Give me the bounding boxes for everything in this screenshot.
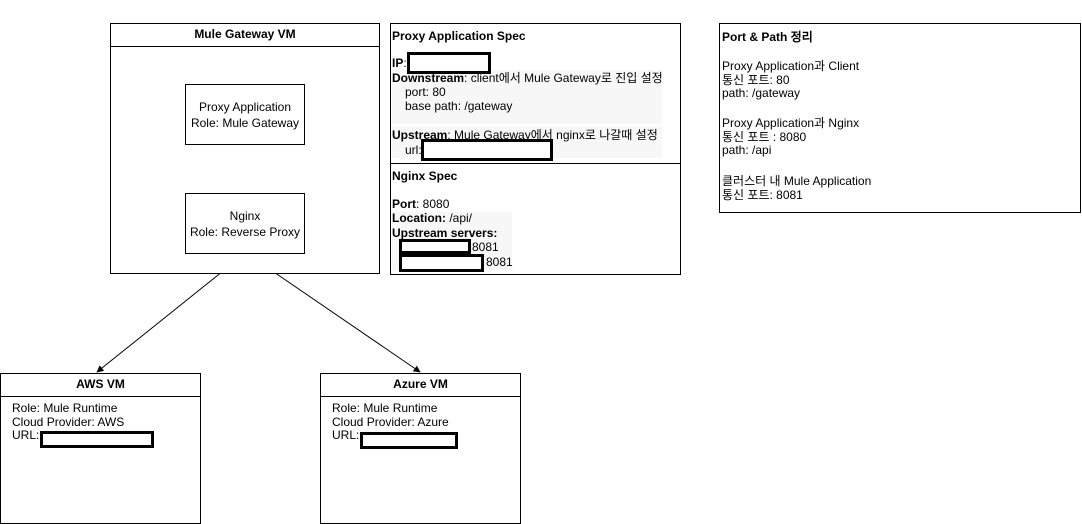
ip-label: IP [392, 56, 404, 70]
pp-g1-line2: 통신 포트: 80 [722, 72, 790, 87]
pp-g1-line3: path: /gateway [722, 86, 801, 100]
nginx-spec-title: Nginx Spec [392, 169, 458, 183]
upstream-url-label: url: [405, 143, 422, 157]
pp-g2-line2: 통신 포트 : 8080 [722, 129, 807, 144]
azure-vm-title: Azure VM [321, 374, 520, 397]
azure-url-redacted [360, 432, 458, 449]
aws-vm-container[interactable]: AWS VM [0, 373, 201, 524]
aws-role: Role: Mule Runtime [12, 401, 118, 415]
azure-role: Role: Mule Runtime [332, 401, 438, 415]
aws-url-redacted [40, 431, 154, 448]
azure-provider: Cloud Provider: Azure [332, 414, 449, 429]
ip-redacted [407, 52, 491, 74]
aws-vm-title: AWS VM [1, 374, 200, 397]
upstream-server1-port: 8081 [472, 240, 499, 254]
aws-provider: Cloud Provider: AWS [12, 414, 125, 429]
azure-url-label: URL: [332, 428, 360, 442]
ip-sep: : [403, 56, 407, 70]
pp-g3-line2: 통신 포트: 8081 [722, 187, 803, 202]
downstream-label: Downstream [392, 71, 465, 85]
downstream-highlight [392, 70, 662, 124]
nginx-node-line1: Nginx [229, 208, 261, 223]
pp-g3-line1: 클러스터 내 Mule Application [722, 174, 872, 188]
nginx-location-label: Location: [392, 211, 446, 225]
nginx-port-value: : 8080 [416, 197, 450, 211]
proxy-spec-title: Proxy Application Spec [392, 29, 526, 43]
upstream-server1-redacted [399, 239, 471, 254]
upstream-url-redacted [421, 139, 553, 161]
port-path-panel[interactable] [719, 23, 1081, 213]
arrow-nginx-aws [96, 254, 244, 373]
upstream-label: Upstream [392, 128, 448, 142]
proxy-node-line1: Proxy Application [198, 99, 292, 114]
aws-url-label: URL: [12, 428, 40, 442]
pp-g1-line1: Proxy Application과 Client [722, 59, 860, 73]
upstream-server2-port: 8081 [486, 255, 513, 269]
upstream-server2-redacted [399, 254, 484, 272]
downstream-base-path: base path: /gateway [405, 98, 513, 113]
nginx-upstream-label: Upstream servers: [392, 226, 498, 240]
pp-g2-line1: Proxy Application과 Nginx [722, 116, 860, 130]
downstream-desc: : client에서 Mule Gateway로 진입 설정 [464, 71, 663, 85]
proxy-node-line2: Role: Mule Gateway [190, 115, 300, 130]
nginx-node-line2: Role: Reverse Proxy [189, 224, 301, 239]
nginx-node[interactable]: Nginx Role: Reverse Proxy [185, 193, 305, 254]
upstream-desc: : Mule Gateway에서 nginx로 나갈때 설정 [447, 128, 658, 142]
downstream-port: port: 80 [405, 85, 446, 99]
port-path-title: Port & Path 정리 [722, 30, 813, 44]
pp-g2-line3: path: /api [722, 143, 772, 157]
nginx-location-value: /api/ [446, 211, 473, 225]
nginx-port-label: Port [392, 197, 416, 211]
mule-gateway-vm-title: Mule Gateway VM [111, 24, 379, 47]
arrow-nginx-azure [248, 254, 421, 373]
proxy-application-node[interactable]: Proxy Application Role: Mule Gateway [185, 84, 305, 145]
